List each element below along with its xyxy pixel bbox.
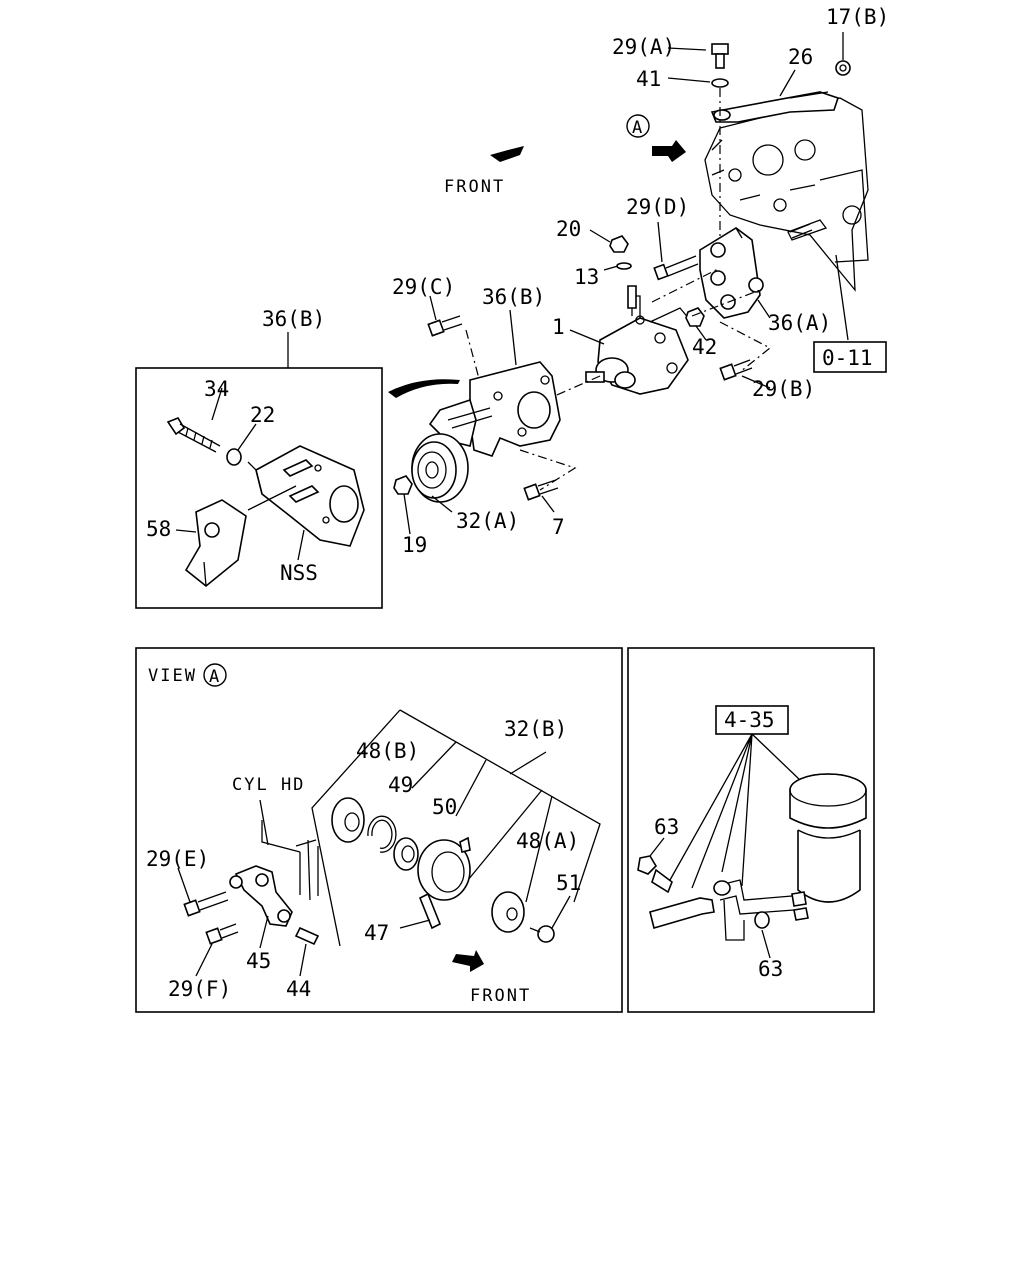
bolt-34 — [166, 417, 221, 453]
bolt-29b — [719, 359, 753, 381]
label-34: 34 — [204, 377, 229, 401]
bolt-29a — [711, 43, 729, 69]
front-arrow-view — [452, 950, 484, 972]
label-29d: 29(D) — [626, 195, 689, 219]
curved-arrow — [388, 379, 460, 398]
label-41: 41 — [636, 67, 661, 91]
label-58: 58 — [146, 517, 171, 541]
steering-pump — [585, 295, 691, 395]
bolt-7 — [523, 479, 559, 501]
label-ref-0-11: 0-11 — [822, 346, 873, 370]
bracket-nss — [247, 445, 365, 547]
label-nss: NSS — [280, 561, 318, 585]
hoses — [649, 868, 795, 941]
label-45: 45 — [246, 949, 271, 973]
label-32a: 32(A) — [456, 509, 519, 533]
cyl-hd-plate — [259, 799, 319, 901]
washer-48b — [331, 797, 365, 843]
washer-41 — [711, 78, 729, 88]
reservoir-box — [627, 647, 875, 1013]
view-circle-a: A — [203, 663, 227, 687]
label-26: 26 — [788, 45, 813, 69]
label-29c: 29(C) — [392, 275, 455, 299]
label-48a: 48(A) — [516, 829, 579, 853]
view-a-box — [135, 647, 623, 1013]
washer-22 — [226, 448, 242, 466]
label-22: 22 — [250, 403, 275, 427]
label-cyl-hd: CYL HD — [232, 775, 305, 795]
label-63-bottom: 63 — [758, 957, 783, 981]
label-42: 42 — [692, 335, 717, 359]
bracket-45 — [229, 865, 293, 927]
label-29f: 29(F) — [168, 977, 231, 1001]
label-ref-4-35: 4-35 — [724, 708, 775, 732]
nut-42 — [685, 307, 705, 327]
nut-17b — [835, 60, 851, 76]
bolt-29f — [205, 923, 239, 945]
label-1: 1 — [552, 315, 565, 339]
ring-13 — [616, 262, 632, 270]
ring-49 — [367, 815, 397, 853]
nss-inset-box — [135, 367, 383, 609]
bolt-29c — [427, 315, 463, 337]
bracket-36a — [699, 227, 764, 319]
label-29a: 29(A) — [612, 35, 675, 59]
label-50: 50 — [432, 795, 457, 819]
bolt-51 — [529, 925, 555, 943]
label-20: 20 — [556, 217, 581, 241]
label-49: 49 — [388, 773, 413, 797]
tension-spring-47 — [417, 836, 471, 930]
label-17b: 17(B) — [826, 5, 889, 29]
label-36b-inset: 36(B) — [262, 307, 325, 331]
view-circle-a-text: A — [209, 667, 219, 687]
circle-a-text: A — [632, 118, 642, 138]
stud-44 — [294, 926, 320, 946]
bushing-50 — [393, 837, 419, 871]
label-29b: 29(B) — [752, 377, 815, 401]
label-36a: 36(A) — [768, 311, 831, 335]
fitting — [627, 285, 637, 309]
bolt-29e — [183, 891, 229, 917]
washer-48a — [491, 891, 525, 933]
bracket-58 — [184, 499, 247, 588]
circle-a-marker: A — [626, 114, 650, 138]
label-front-view: FRONT — [470, 986, 531, 1006]
bracket-36b — [428, 361, 561, 457]
front-arrow-top — [490, 140, 686, 162]
pulley-32a — [411, 433, 469, 503]
bolt-29d — [653, 255, 699, 281]
oil-reservoir — [789, 773, 867, 921]
label-63-top: 63 — [654, 815, 679, 839]
label-36b-main: 36(B) — [482, 285, 545, 309]
label-44: 44 — [286, 977, 311, 1001]
label-29e: 29(E) — [146, 847, 209, 871]
ref-0-11-box — [813, 341, 887, 373]
label-47: 47 — [364, 921, 389, 945]
label-48b: 48(B) — [356, 739, 419, 763]
label-7: 7 — [552, 515, 565, 539]
nut-19 — [393, 475, 413, 495]
clamp-63-top — [637, 855, 658, 875]
label-front-top: FRONT — [444, 177, 505, 197]
label-19: 19 — [402, 533, 427, 557]
label-51: 51 — [556, 871, 581, 895]
label-13: 13 — [574, 265, 599, 289]
bracket-26 — [710, 91, 840, 123]
label-32b: 32(B) — [504, 717, 567, 741]
label-view-a: VIEW — [148, 666, 197, 686]
nut-20 — [609, 235, 629, 253]
